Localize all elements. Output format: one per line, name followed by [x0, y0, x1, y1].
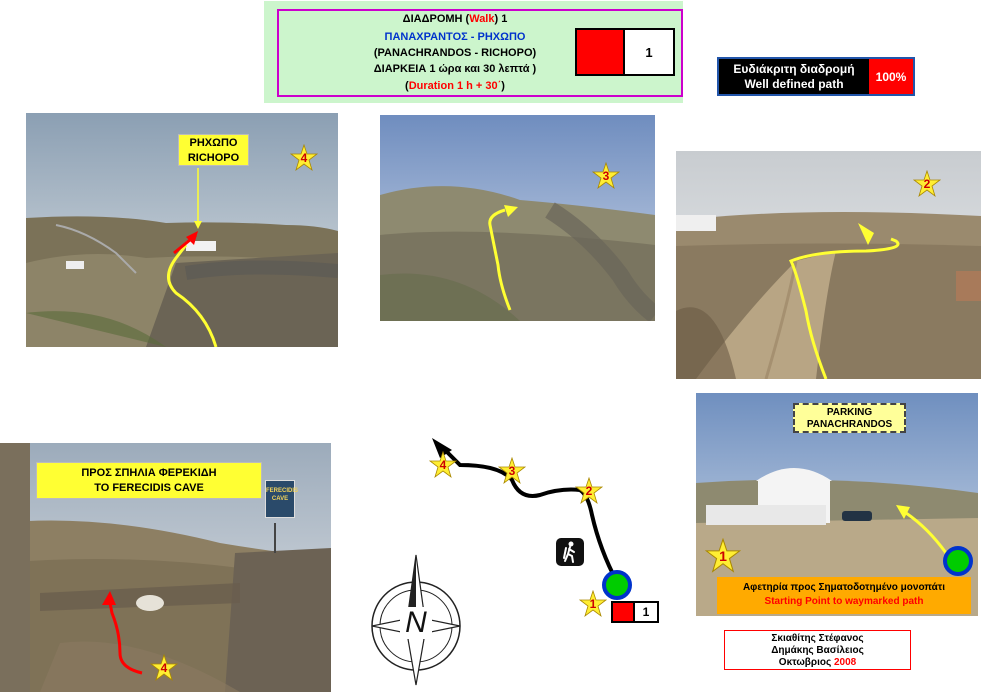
compass-letter: N — [400, 607, 432, 639]
star-icon — [912, 169, 942, 198]
star-cave: 4 — [149, 653, 179, 682]
star-icon — [289, 143, 319, 172]
difficulty-badge: Ευδιάκριτη διαδρομή Well defined path 10… — [717, 57, 915, 96]
photo-point-2 — [676, 151, 981, 379]
hiker-icon — [556, 538, 584, 566]
compass-icon: N — [370, 553, 462, 687]
credit-author-2: Δημάκης Βασίλειος — [771, 645, 864, 656]
title-duration-en: (Duration 1 h + 30΄) — [405, 80, 505, 92]
star-photo-2: 2 — [912, 169, 942, 198]
map-route-marker: 1 — [611, 601, 659, 623]
star-icon — [497, 456, 527, 485]
star-icon — [574, 476, 604, 505]
credit-date: Οκτωβριος 2008 — [778, 657, 857, 668]
title-route-greek: ΠΑΝΑΧΡΑΝΤΟΣ - ΡΗΧΩΠΟ — [384, 31, 526, 43]
difficulty-label-en: Well defined path — [744, 77, 844, 91]
start-circle — [602, 570, 632, 600]
star-icon — [149, 653, 179, 682]
map-star-2: 2 — [574, 476, 604, 505]
title-line-walk: ΔΙΑΔΡΟΜΗ (Walk) 1 — [402, 13, 508, 25]
title-box — [277, 9, 683, 97]
difficulty-label-gr: Ευδιάκριτη διαδρομή — [733, 62, 855, 76]
route-arrow-head — [432, 438, 452, 458]
star-icon — [704, 537, 742, 573]
route-marker: 1 — [575, 28, 675, 76]
map-star-4: 4 — [428, 450, 458, 479]
photo-cave — [0, 443, 331, 692]
photo-point-3 — [380, 115, 655, 321]
credits-box: Σκιαθίτης Στέφανος Δημάκης Βασίλειος Οκτ… — [724, 630, 911, 670]
start-point-banner: Αφετηρία προς Σηματοδοτημένο μονοπάτι St… — [717, 577, 971, 614]
star-richopo: 4 — [289, 143, 319, 172]
route-line — [443, 448, 619, 583]
map-route-marker-number: 1 — [635, 603, 657, 621]
map-star-3: 3 — [497, 456, 527, 485]
route-marker-red — [577, 30, 625, 74]
star-photo-3: 3 — [591, 161, 621, 190]
title-duration-greek: ΔΙΑΡΚΕΙΑ 1 ώρα και 30 λεπτά ) — [373, 63, 537, 75]
star-parking: 1 — [704, 537, 742, 574]
walk-word: Walk — [469, 13, 495, 25]
star-icon — [428, 450, 458, 479]
route-marker-number: 1 — [625, 30, 673, 74]
map-star-1: 1 — [578, 589, 608, 618]
difficulty-percent: 100% — [869, 59, 913, 94]
star-icon — [591, 161, 621, 190]
difficulty-label: Ευδιάκριτη διαδρομή Well defined path — [719, 59, 869, 94]
title-route-latin: (PANACHRANDOS - RICHOPO) — [373, 47, 537, 59]
credit-author-1: Σκιαθίτης Στέφανος — [771, 633, 864, 644]
star-icon — [578, 589, 608, 618]
